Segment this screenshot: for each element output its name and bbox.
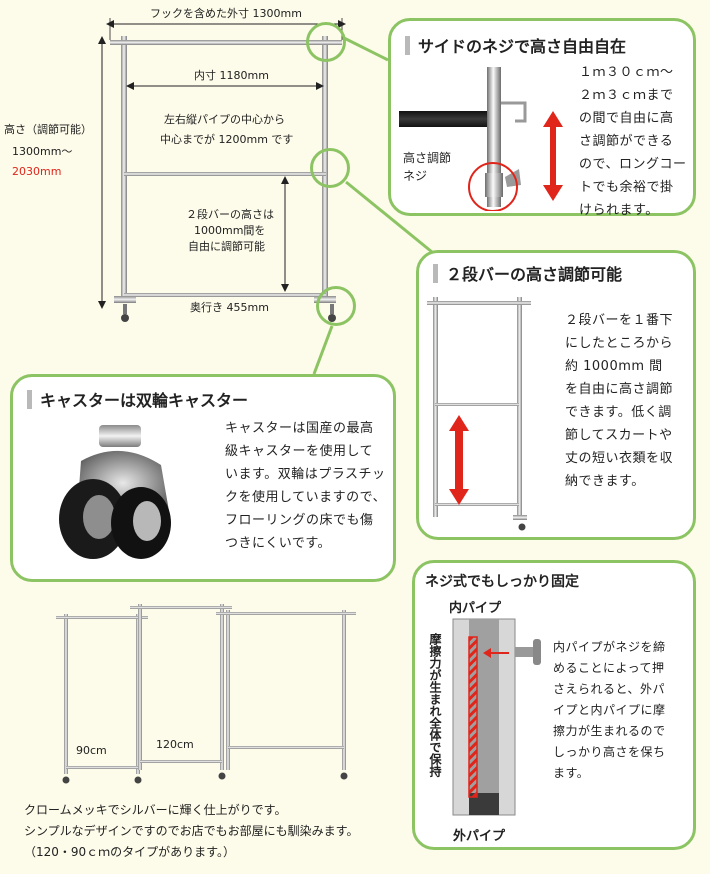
second-bar-line2: 1000mm間を <box>194 224 266 237</box>
screw-photo <box>399 67 527 211</box>
height-max: 2030mm <box>12 165 62 178</box>
caster-callout: キャスターは双輪キャスター キャスターは国産の最高 級キャスターを使用して いま… <box>10 374 396 582</box>
screw-fixed-callout: ネジ式でもしっかり固定 内パイプ 外パイプ 摩擦力が生まれ全体で保持 内パイプが… <box>412 560 696 850</box>
depth-label: 奥行き 455mm <box>190 301 269 314</box>
two-bar-title: ２段バーの高さ調節可能 <box>433 261 622 285</box>
second-bar-line3: 自由に調節可能 <box>188 240 265 253</box>
variants-rack-drawing <box>56 604 356 784</box>
outer-pipe-label: 外パイプ <box>453 829 506 844</box>
pipe-center-line1: 左右縦パイプの中心から <box>164 113 285 126</box>
caster-photo <box>59 425 171 559</box>
highlight-top-circle <box>306 22 346 62</box>
variant-label-90: 90cm <box>76 744 107 757</box>
caster-title: キャスターは双輪キャスター <box>27 387 248 411</box>
two-bar-text: ２段バーを１番下 にしたところから 約 1000mm 間 を自由に高さ調節 でき… <box>565 313 674 489</box>
screw-height-arrow <box>543 111 563 201</box>
inner-pipe-label: 内パイプ <box>449 601 502 616</box>
variants-caption: クロームメッキでシルバーに輝く仕上がりです。 シンプルなデザインですのでお店でも… <box>24 803 359 859</box>
screw-label-line2: ネジ <box>403 169 428 183</box>
highlight-mid-circle <box>310 148 350 188</box>
side-screw-title: サイドのネジで高さ自由自在 <box>405 33 626 57</box>
side-screw-text: １ｍ３０ｃｍ〜 ２ｍ３ｃｍまで の間で自由に高 さ調節ができる ので、ロングコー… <box>579 65 687 218</box>
friction-vertical-label: 摩擦力が生まれ全体で保持 <box>428 633 442 777</box>
height-label: 高さ（調節可能） <box>4 123 92 136</box>
caster-text: キャスターは国産の最高 級キャスターを使用して います。双輪はプラスチッ クを使… <box>225 421 387 551</box>
two-bar-rack-drawing <box>427 297 531 531</box>
screw-fixed-text: 内パイプがネジを締 めることによって押 さえられると、外パ イプと内パイプに摩 … <box>553 640 666 780</box>
outer-width-label: フックを含めた外寸 1300mm <box>150 7 302 20</box>
second-bar-line1: ２段バーの高さは <box>186 208 274 221</box>
height-min: 1300mm〜 <box>12 145 73 158</box>
two-bar-callout: ２段バーの高さ調節可能 ２段バーを１番下 にしたところから 約 1000mm 間… <box>416 250 696 540</box>
side-screw-callout: サイドのネジで高さ自由自在 高さ調節 ネジ １ｍ３０ｃｍ〜 ２ｍ３ｃｍまで の間… <box>388 18 696 218</box>
pipe-center-line2: 中心までが 1200mm です <box>160 133 294 146</box>
pipe-cross-section <box>452 618 541 816</box>
variant-label-120: 120cm <box>156 738 194 751</box>
screw-fixed-title: ネジ式でもしっかり固定 <box>425 574 579 590</box>
inner-width-label: 内寸 1180mm <box>194 69 269 82</box>
screw-label-line1: 高さ調節 <box>403 151 452 165</box>
highlight-caster-circle <box>316 286 356 326</box>
